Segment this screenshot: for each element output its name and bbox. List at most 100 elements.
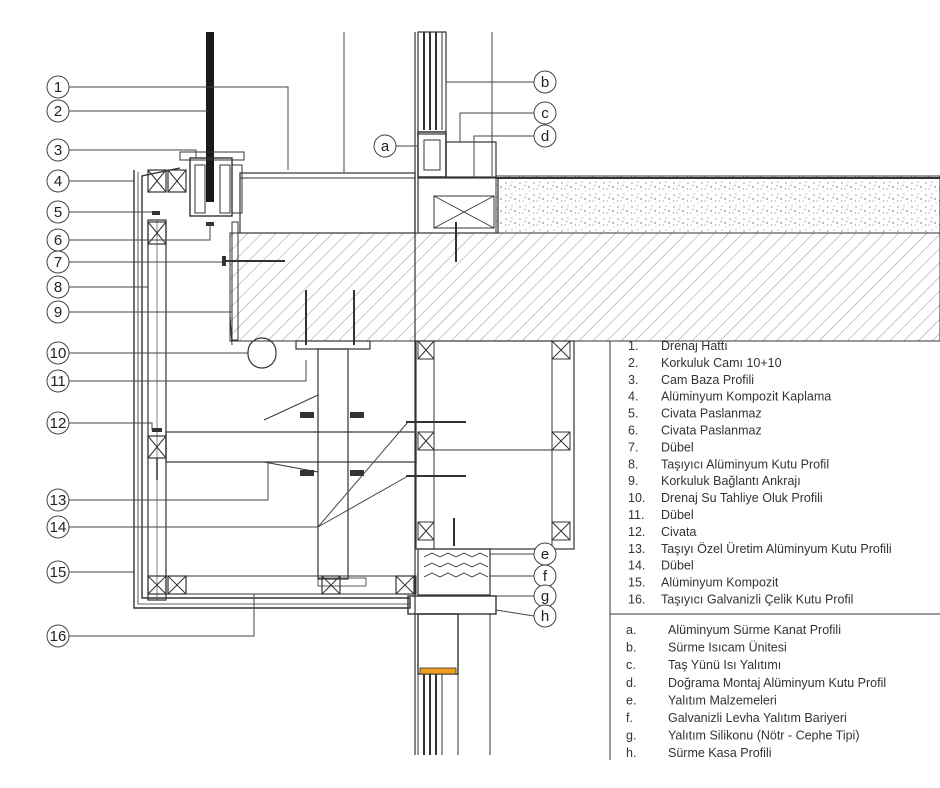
floor-screed [495,175,940,234]
legend-letter-id: d. [626,676,636,690]
legend-number-text: Korkuluk Bağlantı Ankrajı [661,474,801,488]
callout-14-leader-2 [317,475,409,528]
callout-8-label: 8 [54,279,62,296]
legend-number-text: Korkuluk Camı 10+10 [661,356,782,370]
aluminium-box-profile [147,219,167,601]
legend-number-id: 13. [628,542,645,556]
callout-16-circle [46,624,70,648]
callout-d-circle [533,124,557,148]
callout-2-label: 2 [54,103,62,120]
legend-number-text: Dübel [661,508,694,522]
callout-13-circle [46,488,70,512]
wall-box-profile [415,340,575,550]
legend-number-id: 4. [628,390,638,404]
callout-11-label: 11 [50,373,66,390]
slab-group [229,172,940,342]
legend-number-text: Taşıyıcı Galvanizli Çelik Kutu Profil [661,593,853,607]
legend-number-text: Civata Paslanmaz [661,424,762,438]
legend-number-id: 1. [628,339,638,353]
callout-a-circle [373,134,397,158]
legend-number-id: 8. [628,457,638,471]
xbox [167,169,187,193]
callout-1: 1 [46,75,289,170]
legend-number-text: Taşıyıcı Alüminyum Kutu Profil [661,457,829,471]
legend-number-text: Civata Paslanmaz [661,407,762,421]
callout-h: h [495,604,557,628]
callout-3-circle [46,138,70,162]
legend-letter-text: Galvanizli Levha Yalıtım Bariyeri [668,711,847,725]
callout-11: 11 [46,360,307,393]
composite-cladding [133,167,411,609]
legend-letter-text: Alüminyum Sürme Kanat Profili [668,623,841,637]
callout-b-leader [445,81,534,134]
callout-9-label: 9 [54,304,62,321]
window-frame-upper [417,31,499,234]
callout-h-label: h [541,608,549,625]
legend-number-id: 14. [628,559,645,573]
callout-1-label: 1 [54,79,62,96]
legend-letter-text: Yalıtım Malzemeleri [668,693,777,707]
callout-9: 9 [46,300,232,324]
legend-letter-text: Sürme Isıcam Ünitesi [668,641,787,655]
callout-h-leader [495,609,535,617]
callout-6: 6 [46,224,211,252]
callout-d: d [473,124,557,178]
drain-pipe [247,337,277,369]
callout-4: 4 [46,169,134,193]
callout-5-circle [46,200,70,224]
legend-letter-text: Doğrama Montaj Alüminyum Kutu Profil [668,676,886,690]
xbox [395,575,415,595]
legend-number-id: 2. [628,356,638,370]
callout-7: 7 [46,250,222,274]
legend-number-text: Dübel [661,440,694,454]
callout-d-label: d [541,128,549,145]
callout-1-leader [69,86,289,170]
legend-letter-text: Sürme Kasa Profili [668,746,772,760]
legend-number-text: Taşıyı Özel Üretim Alüminyum Kutu Profil… [661,542,892,556]
balcony-top-slab [239,172,416,234]
callout-3: 3 [46,138,197,162]
callout-b-label: b [541,74,549,91]
callout-g: g [496,584,557,608]
callout-10: 10 [46,341,248,365]
callout-14-circle [46,515,70,539]
legend-number-id: 10. [628,491,645,505]
callout-a: a [373,134,418,158]
legend-letter-id: b. [626,641,636,655]
callout-14-label: 14 [50,519,67,536]
xbox [147,169,167,193]
callout-8-circle [46,275,70,299]
callout-6-label: 6 [54,232,62,249]
callout-h-circle [533,604,557,628]
callout-6-leader [69,224,211,241]
legend-number-text: Alüminyum Kompozit [661,576,779,590]
callout-15-label: 15 [50,564,67,581]
callout-f-label: f [543,568,548,585]
legend-number-text: Dübel [661,559,694,573]
callout-9-circle [46,300,70,324]
callout-c-leader [459,112,534,142]
legend-number-id: 16. [628,593,645,607]
callout-12-label: 12 [50,415,67,432]
callout-d-leader [473,135,534,178]
legend-number-text: Drenaj Hattı [661,339,728,353]
legend-letter-id: f. [626,711,633,725]
callout-4-circle [46,169,70,193]
callout-c-circle [533,101,557,125]
callout-g-label: g [541,588,549,605]
legend-letter-text: Taş Yünü Isı Yalıtımı [668,658,781,672]
legend-letter-id: h. [626,746,636,760]
callout-c: c [459,101,557,142]
legend-number-id: 5. [628,407,638,421]
callout-c-label: c [541,105,549,122]
callout-2-circle [46,99,70,123]
legend-number-text: Alüminyum Kompozit Kaplama [661,390,831,404]
legend-letter-id: e. [626,693,636,707]
callout-1-circle [46,75,70,99]
legend-number-id: 15. [628,576,645,590]
callout-12-circle [46,411,70,435]
callout-4-label: 4 [54,173,62,190]
